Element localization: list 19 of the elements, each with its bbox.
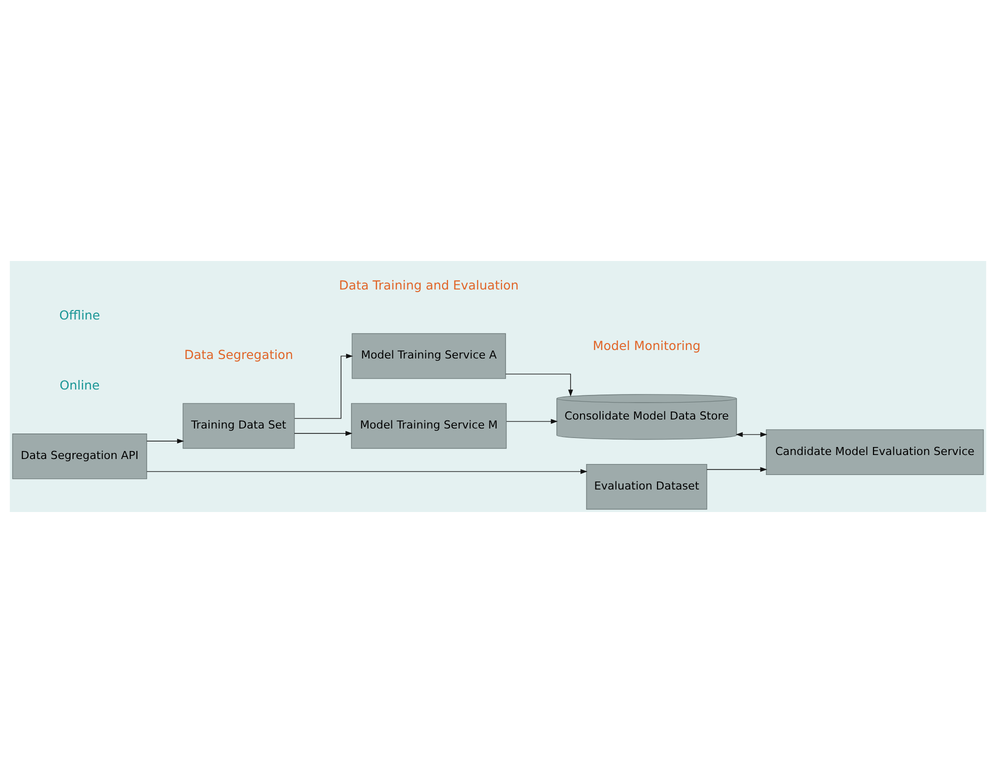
node-box: Candidate Model Evaluation Service xyxy=(766,429,984,475)
label: Data Training and Evaluation xyxy=(339,277,519,292)
node-box: Training Data Set xyxy=(182,403,295,449)
node-box: Data Segregation API xyxy=(12,434,148,480)
arrow xyxy=(294,430,352,436)
arrow xyxy=(146,438,184,444)
arrow xyxy=(706,467,768,472)
label: Online xyxy=(60,378,100,393)
arrow xyxy=(294,354,354,419)
node-box: Model Training Service M xyxy=(351,403,507,449)
label: Model Monitoring xyxy=(592,338,701,354)
arrow xyxy=(736,432,768,437)
arrow xyxy=(146,469,588,474)
label: Offline xyxy=(59,308,100,323)
arrow xyxy=(506,419,558,424)
node-box: Evaluation Dataset xyxy=(586,464,708,510)
node-box: Model Training Service A xyxy=(352,333,506,379)
label: Data Segregation xyxy=(184,347,294,362)
arrow xyxy=(505,374,574,397)
